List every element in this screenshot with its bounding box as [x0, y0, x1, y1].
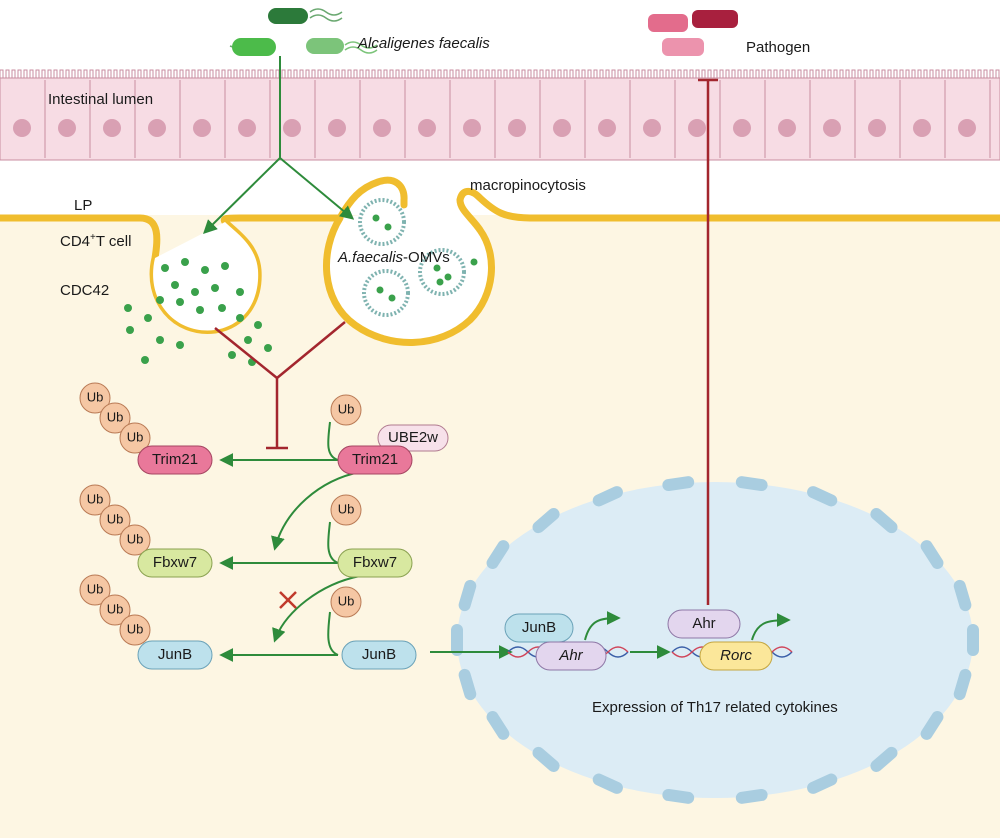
epithelial-layer	[0, 69, 1000, 161]
fbxw7-ubiquitinated: Fbxw7	[137, 548, 213, 578]
pathogen-icon	[648, 10, 738, 56]
svg-text:Ub: Ub	[127, 621, 144, 636]
pathogen-label: Pathogen	[746, 39, 810, 56]
svg-text:Ub: Ub	[107, 511, 124, 526]
released-particles	[124, 258, 272, 366]
svg-text:Ub: Ub	[127, 531, 144, 546]
ube2w-protein: UBE2w	[377, 424, 449, 452]
ubiquitin-single: Ub Ub Ub	[330, 394, 362, 618]
bacterium-label: Alcaligenes faecalis	[357, 35, 490, 52]
svg-text:Ub: Ub	[338, 593, 355, 608]
svg-text:Ub: Ub	[107, 409, 124, 424]
svg-text:Trim21: Trim21	[152, 451, 198, 468]
svg-text:JunB: JunB	[362, 646, 396, 663]
svg-text:Ahr: Ahr	[558, 647, 583, 664]
svg-text:Ub: Ub	[87, 389, 104, 404]
junb-protein: JunB	[341, 640, 417, 670]
macropinocytosis-label: macropinocytosis	[470, 177, 586, 194]
svg-text:Ahr: Ahr	[692, 615, 715, 632]
rorc-gene: Rorc	[699, 641, 773, 671]
lp-label: LP	[74, 197, 92, 214]
trim21-ubiquitinated: Trim21	[137, 445, 213, 475]
blocked-marker	[279, 591, 297, 609]
cdc42-label: CDC42	[60, 282, 109, 299]
inhibition-lines	[214, 78, 718, 605]
expression-label: Expression of Th17 related cytokines	[592, 699, 838, 716]
svg-text:Ub: Ub	[127, 429, 144, 444]
svg-text:Ub: Ub	[87, 581, 104, 596]
nucleus	[451, 476, 979, 804]
svg-text:Fbxw7: Fbxw7	[353, 554, 397, 571]
activation-arrows	[203, 56, 355, 234]
ubiquitin-chain-trim21: Ub Ub Ub	[79, 382, 151, 454]
junb-nuclear: JunB	[504, 613, 574, 643]
svg-text:UBE2w: UBE2w	[388, 429, 438, 446]
omvs-label: A.faecalis-OMVs	[337, 249, 450, 266]
bacteria-icon	[229, 8, 378, 56]
svg-text:Trim21: Trim21	[352, 451, 398, 468]
signaling-arrows	[219, 421, 791, 662]
trim21-protein: Trim21	[337, 445, 413, 475]
svg-text:Ub: Ub	[107, 601, 124, 616]
svg-text:JunB: JunB	[158, 646, 192, 663]
lumen-label: Intestinal lumen	[48, 91, 153, 108]
svg-text:Rorc: Rorc	[720, 647, 752, 664]
junb-ubiquitinated: JunB	[137, 640, 213, 670]
fbxw7-protein: Fbxw7	[337, 548, 413, 578]
omv-vesicles	[358, 198, 478, 317]
svg-text:Ub: Ub	[338, 501, 355, 516]
ahr-protein: Ahr	[667, 609, 741, 639]
svg-text:JunB: JunB	[522, 619, 556, 636]
ahr-gene: Ahr	[535, 641, 607, 671]
svg-text:Ub: Ub	[338, 401, 355, 416]
cd4-label: CD4+T cell	[60, 232, 131, 250]
ubiquitin-chain-junb: Ub Ub Ub	[79, 574, 151, 646]
ubiquitin-chain-fbxw7: Ub Ub Ub	[79, 484, 151, 556]
svg-text:Fbxw7: Fbxw7	[153, 554, 197, 571]
svg-text:Ub: Ub	[87, 491, 104, 506]
